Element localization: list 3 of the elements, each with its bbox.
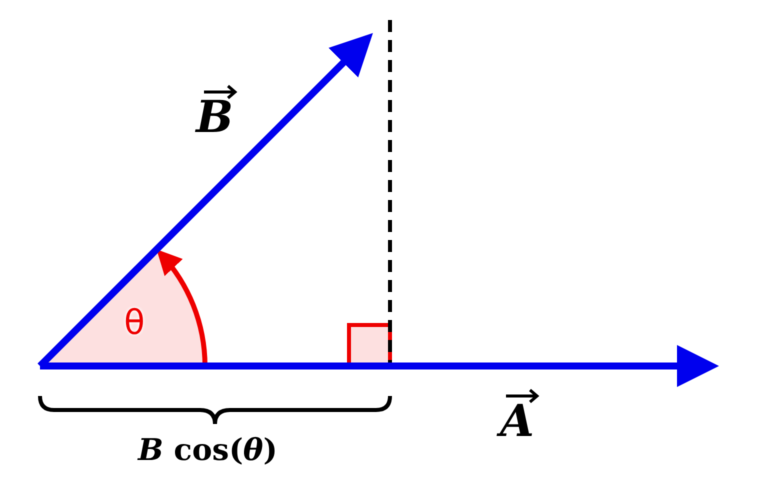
vector-label: B bbox=[196, 96, 234, 140]
projection-label: B cos(θ) bbox=[138, 436, 278, 466]
angle-label: θ bbox=[124, 306, 145, 340]
